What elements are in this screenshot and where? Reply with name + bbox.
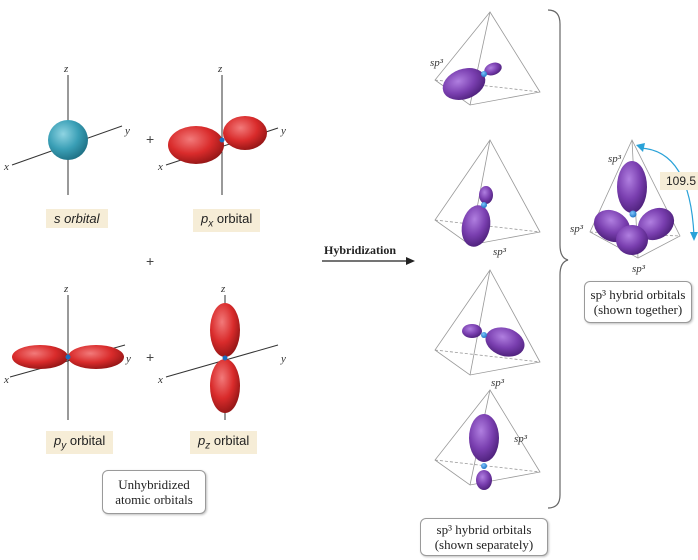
px-lobe-back (223, 116, 267, 150)
sp3-separately-caption: sp³ hybrid orbitals (shown separately) (420, 518, 548, 556)
sp3-large-lobe (485, 327, 525, 357)
pz-orbital-label: pz orbital (190, 431, 258, 454)
plus-sign: + (146, 349, 154, 365)
sp3-tetrahedron-3: sp³ (434, 269, 541, 389)
plus-sign: + (146, 253, 154, 269)
grouping-bracket (547, 9, 569, 509)
py-lobe-right (68, 345, 124, 369)
caption-line: sp³ hybrid orbitals (436, 522, 532, 537)
sp3-small-lobe (462, 324, 482, 338)
sp3-label: sp³ (632, 263, 646, 275)
sp3-label: sp³ (491, 377, 505, 389)
sp3-tetrahedron-4: sp³ (434, 389, 541, 490)
x-axis-label: x (3, 374, 9, 386)
bond-angle-arc (639, 147, 695, 237)
unhybridized-caption: Unhybridized atomic orbitals (102, 470, 206, 514)
sp3-label: sp³ (430, 57, 444, 69)
z-axis-label: z (63, 63, 69, 75)
x-axis-label: x (157, 161, 163, 173)
sp3-tetrahedron-2: sp³ (434, 139, 541, 258)
sp3-large-lobe (442, 68, 486, 100)
x-axis-label: x (157, 374, 163, 386)
px-orbital-diagram: z y x (157, 63, 286, 195)
py-lobe-left (12, 345, 68, 369)
px-lobe-front (168, 126, 224, 164)
z-axis-label: z (220, 283, 226, 295)
sp3-small-lobe (479, 186, 493, 204)
caption-line: (shown together) (593, 302, 683, 317)
hybridization-arrow (322, 257, 415, 265)
caption-line: Unhybridized (118, 477, 190, 492)
s-orbital-sphere (48, 120, 88, 160)
s-orbital-label: s orbital (46, 209, 108, 228)
s-orbital-diagram: z y x (3, 63, 130, 195)
pz-lobe-bottom (210, 359, 240, 413)
sp3-large-lobe (469, 414, 499, 462)
py-orbital-diagram: z y x (3, 283, 131, 420)
bond-angle-label: 109.5 (660, 172, 698, 190)
hybridization-label: Hybridization (324, 243, 397, 257)
py-orbital-label: py orbital (46, 431, 114, 454)
pz-orbital-diagram: z y x (157, 283, 286, 420)
sp3-lobe-top (617, 161, 647, 213)
sp3-label: sp³ (570, 223, 584, 235)
caption-line: sp³ hybrid orbitals (590, 287, 686, 302)
z-axis-label: z (63, 283, 69, 295)
sp3-together-caption: sp³ hybrid orbitals (shown together) (584, 281, 692, 323)
plus-sign: + (146, 131, 154, 147)
sp3-small-lobe (484, 62, 502, 76)
px-orbital-label: px orbital (193, 209, 261, 232)
y-axis-label: y (280, 353, 286, 365)
caption-line: (shown separately) (434, 537, 534, 552)
sp3-lobe-right (637, 207, 675, 241)
sp3-combined-diagram: sp³ sp³ sp³ (570, 139, 698, 275)
z-axis-label: z (217, 63, 223, 75)
sp3-small-lobe (476, 470, 492, 490)
pz-lobe-top (210, 303, 240, 357)
y-axis-label: y (125, 353, 131, 365)
sp3-label: sp³ (608, 153, 622, 165)
y-axis-label: y (124, 125, 130, 137)
sp3-lobe-front (616, 225, 648, 255)
y-axis-label: y (280, 125, 286, 137)
sp3-large-lobe (461, 205, 491, 247)
sp3-tetrahedron-1: sp³ (430, 11, 541, 106)
caption-line: atomic orbitals (115, 492, 193, 507)
x-axis-label: x (3, 161, 9, 173)
sp3-label: sp³ (493, 246, 507, 258)
sp3-label: sp³ (514, 433, 528, 445)
